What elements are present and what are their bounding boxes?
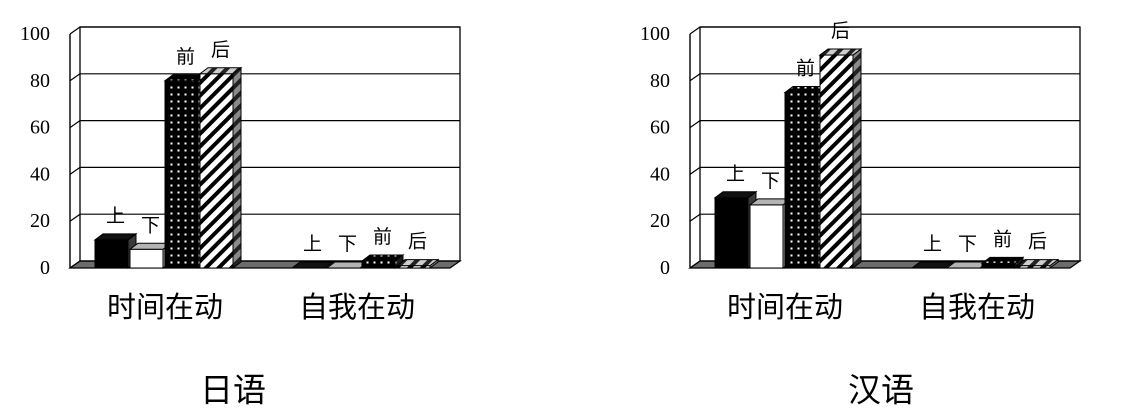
data-label-s2-c1: 下 bbox=[761, 170, 780, 192]
y-tick-20 bbox=[69, 213, 81, 222]
data-label-s4-c1: 后 bbox=[211, 39, 230, 61]
data-label-s4-c2: 后 bbox=[1028, 231, 1047, 253]
category-label-1: 时间在动 bbox=[107, 290, 223, 324]
data-label-s1-c1: 上 bbox=[726, 163, 745, 185]
bar-s4-c1 bbox=[818, 48, 863, 269]
y-tick-label-60: 60 bbox=[30, 117, 50, 139]
data-label-s2-c2: 下 bbox=[338, 233, 357, 255]
y-tick-label-60: 60 bbox=[650, 117, 670, 139]
data-label-s1-c1: 上 bbox=[106, 205, 125, 227]
plot-back-wall bbox=[79, 26, 461, 262]
chart-left: 020406080100上下前后时间在动上下前后自我在动 bbox=[20, 23, 462, 324]
y-tick-60 bbox=[69, 120, 81, 129]
y-tick-40 bbox=[69, 166, 81, 175]
y-tick-label-40: 40 bbox=[30, 163, 50, 185]
y-tick-0 bbox=[69, 260, 81, 269]
y-tick-label-100: 100 bbox=[640, 23, 670, 45]
bar-s4-c2 bbox=[1015, 258, 1060, 269]
y-tick-20 bbox=[689, 213, 701, 222]
data-label-s3-c2: 前 bbox=[993, 228, 1012, 250]
bar-s4-c2 bbox=[395, 258, 440, 269]
y-tick-label-80: 80 bbox=[650, 70, 670, 92]
chart-title: 日语 bbox=[200, 371, 266, 410]
data-label-s3-c1: 前 bbox=[176, 46, 195, 68]
data-label-s3-c1: 前 bbox=[796, 58, 815, 80]
bar-s3-c2 bbox=[360, 253, 405, 269]
y-tick-80 bbox=[689, 73, 701, 82]
bar-s4-c1 bbox=[198, 66, 243, 269]
y-tick-label-20: 20 bbox=[30, 210, 50, 232]
data-label-s2-c2: 下 bbox=[958, 233, 977, 255]
chart-title: 汉语 bbox=[848, 371, 914, 410]
bar-s3-c1 bbox=[783, 85, 828, 269]
data-label-s4-c2: 后 bbox=[408, 231, 427, 253]
data-label-s2-c1: 下 bbox=[141, 214, 160, 236]
y-tick-label-0: 0 bbox=[660, 257, 670, 279]
chart-right: 020406080100上下前后时间在动上下前后自我在动 bbox=[640, 20, 1082, 324]
category-label-2: 自我在动 bbox=[919, 290, 1035, 324]
y-tick-label-20: 20 bbox=[650, 210, 670, 232]
y-tick-40 bbox=[689, 166, 701, 175]
y-tick-label-0: 0 bbox=[40, 257, 50, 279]
bar-s1-c2 bbox=[910, 261, 955, 269]
bar-s3-c2 bbox=[980, 256, 1025, 269]
category-label-1: 时间在动 bbox=[727, 290, 843, 324]
data-label-s1-c2: 上 bbox=[923, 233, 942, 255]
data-label-s1-c2: 上 bbox=[303, 233, 322, 255]
y-tick-0 bbox=[689, 260, 701, 269]
y-tick-label-100: 100 bbox=[20, 23, 50, 45]
y-tick-label-80: 80 bbox=[30, 70, 50, 92]
category-label-2: 自我在动 bbox=[299, 290, 415, 324]
data-label-s3-c2: 前 bbox=[373, 226, 392, 248]
bar-s1-c2 bbox=[290, 261, 335, 269]
bar-s1-c1 bbox=[93, 232, 138, 269]
data-label-s4-c1: 后 bbox=[831, 20, 850, 42]
y-tick-100 bbox=[689, 26, 701, 35]
y-tick-label-40: 40 bbox=[650, 163, 670, 185]
y-tick-100 bbox=[69, 26, 81, 35]
y-tick-80 bbox=[69, 73, 81, 82]
y-tick-60 bbox=[689, 120, 701, 129]
